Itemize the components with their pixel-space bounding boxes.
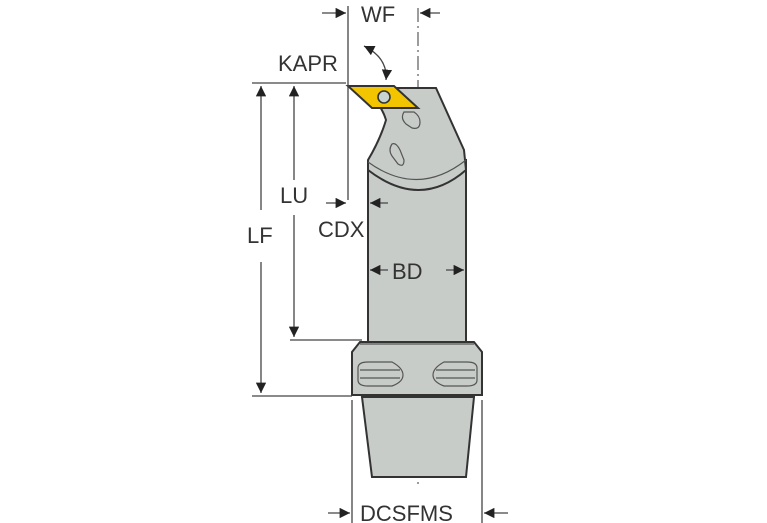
label-cdx: CDX [318, 217, 365, 242]
insert-screw [377, 90, 391, 104]
flange-slot-right [432, 361, 478, 387]
tool-shank [360, 396, 476, 478]
head-transition-curve [367, 159, 467, 181]
label-lu: LU [280, 183, 308, 208]
coolant-hole [389, 143, 405, 166]
label-wf: WF [361, 2, 395, 27]
kapr-angle-arc [363, 45, 393, 81]
label-kapr: KAPR [278, 51, 338, 76]
label-dcsfms: DCSFMS [360, 501, 453, 523]
label-bd: BD [392, 259, 423, 284]
flange-slot-left [357, 361, 404, 387]
label-lf: LF [247, 223, 273, 248]
tool-flange [351, 341, 483, 396]
head-screw-slot [401, 111, 421, 129]
